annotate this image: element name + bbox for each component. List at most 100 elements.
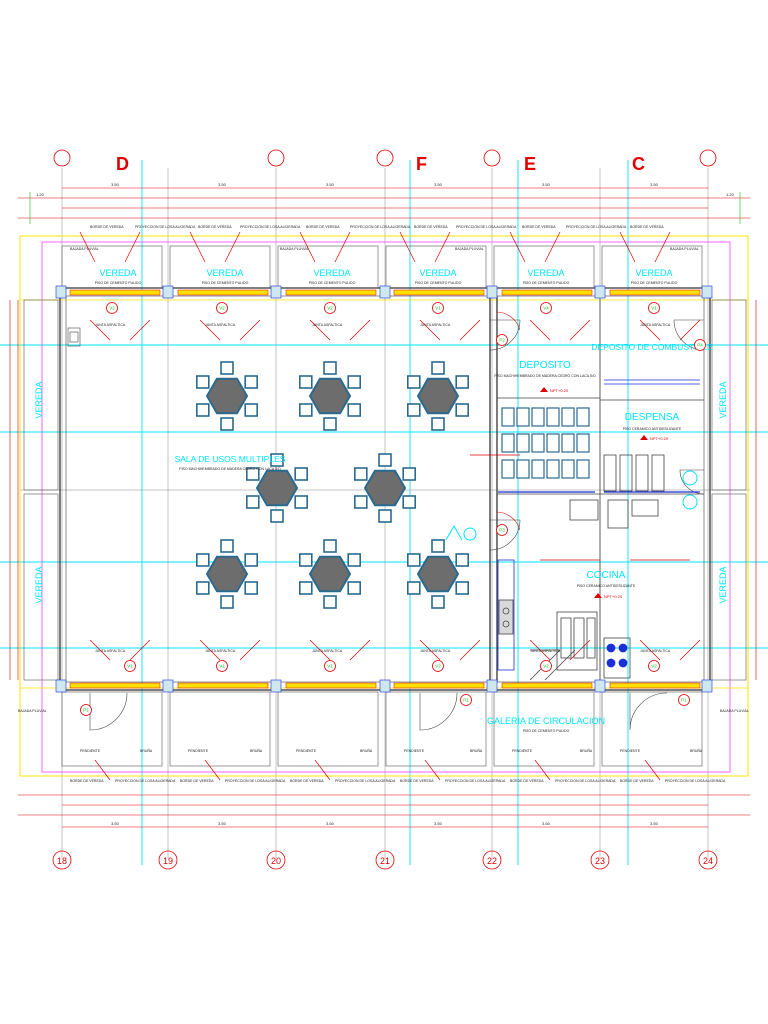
vereda-left-2: VEREDA xyxy=(34,566,44,603)
note-proyeccion-5: PROYECCION DE LOSA ALIGERADA xyxy=(566,225,627,229)
dim-bottom-6: 3.50 xyxy=(650,821,659,826)
chair xyxy=(431,361,445,375)
window-tag-label: V4 xyxy=(543,306,549,311)
room-deposito-sub: PISO MACHIHEMBRADO DE MADERA CEDRO CON L… xyxy=(494,374,596,378)
chair xyxy=(378,509,392,523)
doors xyxy=(89,319,705,731)
note-proyeccion-1: PROYECCION DE LOSA ALIGERADA xyxy=(135,225,196,229)
storage-seat xyxy=(531,459,545,479)
window-tag-bubble xyxy=(216,302,228,314)
grid-number-24: 24 xyxy=(703,856,713,866)
chair xyxy=(353,495,368,509)
note-bruna-6: BRUÑA xyxy=(690,748,703,753)
window-tag-label: V2 xyxy=(327,306,333,311)
chair xyxy=(220,595,234,609)
note-bajada-3: BAJADA PLUVIAL xyxy=(455,247,484,251)
storage-seat xyxy=(531,407,545,427)
dining-table xyxy=(298,361,362,431)
chair xyxy=(347,375,362,389)
table-top xyxy=(308,555,352,593)
grid-bubbles-bottom xyxy=(52,850,718,870)
dim-top-1: 3.50 xyxy=(111,182,120,187)
storage-seat xyxy=(576,433,590,453)
vereda-label-1: VEREDA xyxy=(99,268,136,278)
window-tag-label: V1 xyxy=(127,664,133,669)
level-deposito: NPT+0.20 xyxy=(550,388,569,393)
window-tag-label: V2 xyxy=(219,306,225,311)
dining-table xyxy=(196,539,258,609)
note-junta-4: JUNTA ASFALTICA xyxy=(420,323,451,327)
chair xyxy=(455,375,470,389)
note-proyeccion-b2: PROYECCION DE LOSA ALIGERADA xyxy=(225,779,286,783)
chair xyxy=(298,375,313,389)
vereda-cells xyxy=(23,245,747,767)
door-tag-label: P1 xyxy=(83,708,89,713)
storage-seat xyxy=(546,407,560,427)
pantry-shelves xyxy=(498,379,700,493)
ramp-marker xyxy=(445,470,698,541)
chair xyxy=(431,595,445,609)
note-borde-b4: BORDE DE VEREDA xyxy=(400,779,434,783)
dining-table xyxy=(196,361,258,431)
vereda-sub-2: PISO DE CEMENTO PULIDO xyxy=(202,281,249,285)
chair xyxy=(406,553,421,567)
dim-bottom-5: 3.50 xyxy=(542,821,551,826)
note-bajada-6: BAJADA PLUVIAL xyxy=(720,709,749,713)
chair xyxy=(298,581,313,595)
chair xyxy=(294,467,309,481)
note-bajada-2: BAJADA PLUVIAL xyxy=(280,247,309,251)
note-junta-1: JUNTA ASFALTICA xyxy=(95,323,126,327)
vereda-sub-4: PISO DE CEMENTO PULIDO xyxy=(415,281,462,285)
note-bruna-5: BRUÑA xyxy=(580,748,593,753)
note-bruna-3: BRUÑA xyxy=(360,748,373,753)
window-tag-label: V1 xyxy=(651,306,657,311)
door-tag-bubble xyxy=(678,694,690,706)
door-tag-label: P1 xyxy=(463,698,469,703)
vereda-sub-3: PISO DE CEMENTO PULIDO xyxy=(309,281,356,285)
dining-table xyxy=(406,539,470,609)
chair xyxy=(455,581,470,595)
window-tag-bubble xyxy=(216,660,228,672)
note-bajada-5: BAJADA PLUVIAL xyxy=(18,709,47,713)
level-markers xyxy=(540,387,648,598)
door-tag-bubble xyxy=(496,524,508,536)
chair xyxy=(406,581,421,595)
vereda-left-1: VEREDA xyxy=(34,381,44,418)
note-proyeccion-4: PROYECCION DE LOSA ALIGERADA xyxy=(456,225,517,229)
chair xyxy=(244,581,258,595)
chair xyxy=(196,581,210,595)
chair xyxy=(246,467,260,481)
door-tag-bubble xyxy=(694,339,706,351)
vereda-right-2: VEREDA xyxy=(718,566,728,603)
windows xyxy=(69,289,701,689)
note-borde-b6: BORDE DE VEREDA xyxy=(620,779,654,783)
window-tag-bubble xyxy=(432,660,444,672)
chair xyxy=(402,467,417,481)
level-despensa: NPT+0.20 xyxy=(650,436,669,441)
note-proyeccion-b3: PROYECCION DE LOSA ALIGERADA xyxy=(335,779,396,783)
dim-top-2: 3.50 xyxy=(218,182,227,187)
chair xyxy=(244,403,258,417)
room-cocina: COCINA xyxy=(587,570,626,581)
chair xyxy=(347,553,362,567)
grid-letter-c: C xyxy=(632,154,645,174)
room-galeria: GALERIA DE CIRCULACION xyxy=(487,716,605,726)
dim-bottom-4: 3.50 xyxy=(434,821,443,826)
vereda-label-3: VEREDA xyxy=(313,268,350,278)
table-top xyxy=(308,377,352,415)
table-top xyxy=(416,555,460,593)
note-pendiente-6: PENDIENTE xyxy=(620,749,641,753)
storage-seat xyxy=(561,407,575,427)
window-tag-bubble xyxy=(432,302,444,314)
note-borde-b5: BORDE DE VEREDA xyxy=(510,779,544,783)
chair xyxy=(246,495,260,509)
room-despensa: DESPENSA xyxy=(625,412,680,423)
chair xyxy=(455,553,470,567)
storage-seat xyxy=(546,433,560,453)
room-cocina-sub: PISO CERAMICO ANTIDESLIZANTE xyxy=(577,584,636,588)
chair xyxy=(196,553,210,567)
window-tag-label: V2 xyxy=(109,306,115,311)
note-proyeccion-b4: PROYECCION DE LOSA ALIGERADA xyxy=(445,779,506,783)
table-top xyxy=(205,555,249,593)
